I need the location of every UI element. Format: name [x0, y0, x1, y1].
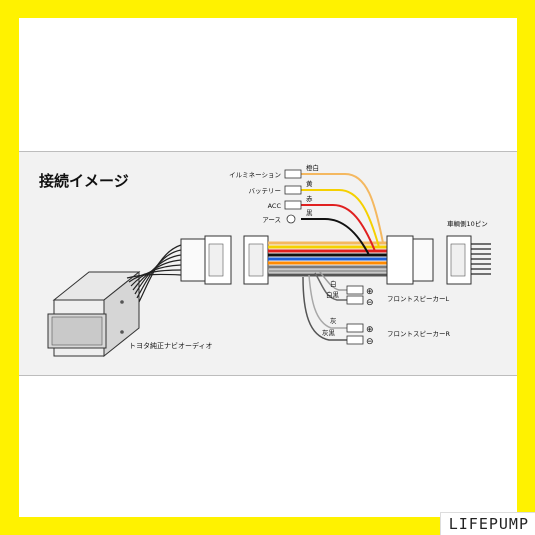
speaker-left-label: フロントスピーカーL	[387, 295, 450, 303]
plus-icon-right: ⊕	[366, 325, 374, 335]
minus-icon-left: ⊖	[366, 298, 374, 308]
navi-label: トヨタ純正ナビオーディオ	[129, 341, 213, 350]
wiring-diagram: 接続イメージ トヨタ純正ナビオーディオ	[39, 163, 491, 358]
power-plugs	[284, 169, 302, 224]
speaker-plugs	[346, 285, 364, 345]
minus-icon-right: ⊖	[366, 337, 374, 347]
harness-right-plug	[386, 235, 434, 285]
vehicle-side-label: 車輌側10ピン	[447, 219, 488, 228]
speaker-wire-white-black: 白黒	[326, 290, 340, 299]
diagram-title: 接続イメージ	[39, 172, 129, 190]
frame-right	[517, 0, 535, 535]
wire-acc-name: ACC	[268, 202, 282, 210]
wire-illumination-color: 橙白	[306, 163, 319, 172]
frame-bottom	[0, 517, 535, 535]
frame-top	[0, 0, 535, 18]
diagram-panel: 接続イメージ トヨタ純正ナビオーディオ	[19, 151, 517, 376]
plus-icon-left: ⊕	[366, 287, 374, 297]
speaker-wire-gray: 灰	[330, 316, 337, 325]
left-connector	[180, 235, 232, 285]
brand-label: LIFEPUMP	[439, 512, 535, 535]
speaker-wires	[302, 270, 347, 341]
speaker-right-label: フロントスピーカーR	[387, 330, 451, 338]
speaker-wire-white: 白	[330, 279, 337, 288]
navi-harness	[126, 244, 182, 303]
wire-ground-name: アース	[262, 216, 281, 224]
power-wires	[301, 173, 384, 256]
wire-ground-color: 黒	[306, 209, 313, 217]
wire-battery-color: 黄	[306, 179, 313, 188]
wire-acc-color: 赤	[306, 195, 313, 203]
main-harness	[268, 241, 387, 277]
wire-illumination-name: イルミネーション	[229, 171, 281, 179]
navi-unit	[47, 270, 141, 358]
vehicle-connector	[446, 235, 491, 285]
speaker-wire-gray-black: 灰黒	[322, 328, 336, 337]
wire-battery-name: バッテリー	[249, 187, 282, 195]
frame-left	[0, 0, 19, 535]
harness-left-plug	[243, 235, 269, 285]
